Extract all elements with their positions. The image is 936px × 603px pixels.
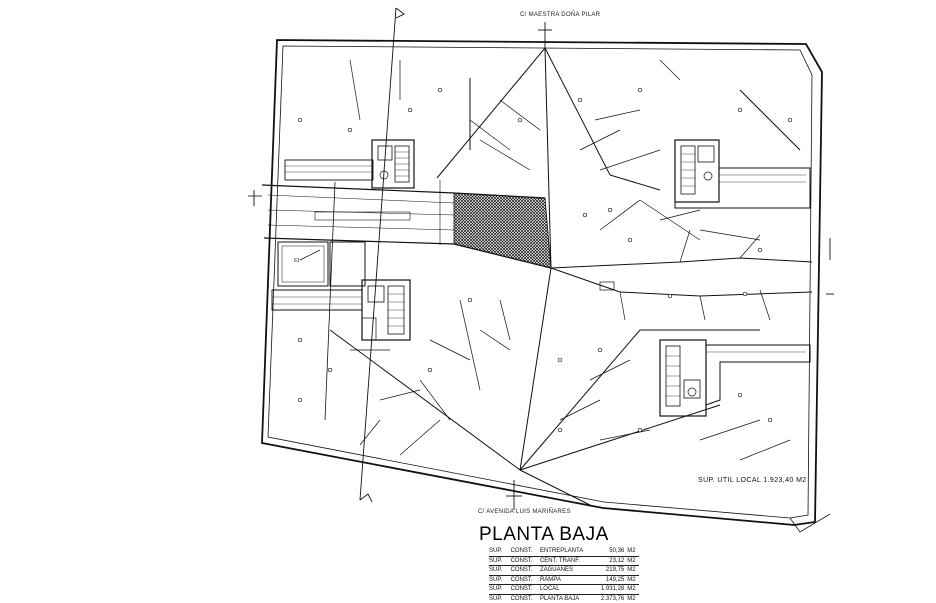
surface-kind: CONST. — [511, 567, 540, 573]
room-tag: 61 — [294, 258, 300, 264]
surface-row: SUP. CONST. ENTREPLANTA 50,36 M2 — [489, 547, 639, 557]
street-north-label: C/ MAESTRA DOÑA PILAR — [520, 12, 600, 18]
surface-value: 23,12 — [595, 558, 624, 564]
surface-row-total: SUP. CONST. PLANTA BAJA 2.373,76 M2 — [489, 595, 639, 603]
surface-kind: CONST. — [511, 558, 540, 564]
useful-area-label: SUP. UTIL LOCAL 1.923,40 M2 — [698, 477, 807, 484]
core-south-east — [660, 340, 810, 416]
surface-unit: M2 — [624, 558, 639, 564]
ramp-hatched-area — [454, 193, 551, 268]
surface-prefix: SUP. — [489, 548, 511, 554]
surface-unit: M2 — [624, 577, 639, 583]
surface-table: SUP. CONST. ENTREPLANTA 50,36 M2 SUP. CO… — [489, 547, 639, 603]
surface-row: SUP. CONST. ZAGUANES 219,75 M2 — [489, 566, 639, 576]
surface-name: ENTREPLANTA — [540, 548, 595, 554]
surface-unit: M2 — [624, 586, 639, 592]
core-north-east — [675, 140, 810, 208]
surface-row: SUP. CONST. LOCAL 1.931,28 M2 — [489, 585, 639, 595]
surface-value: 1.931,28 — [595, 586, 624, 592]
surface-kind: CONST. — [511, 577, 540, 583]
core-north-west — [285, 140, 414, 188]
surface-value: 149,25 — [595, 577, 624, 583]
core-south-west — [272, 280, 410, 340]
surface-name: LOCAL — [540, 586, 595, 592]
surface-prefix: SUP. — [489, 577, 511, 583]
surface-unit: M2 — [624, 567, 639, 573]
surface-row: SUP. CONST. RAMPA 149,25 M2 — [489, 576, 639, 586]
street-south-label: C/ AVENIDA LUIS MARIÑARES — [478, 509, 571, 515]
surface-kind: CONST. — [511, 548, 540, 554]
surface-prefix: SUP. — [489, 567, 511, 573]
surface-prefix: SUP. — [489, 558, 511, 564]
surface-row: SUP. CONST. CENT. TRANF. 23,12 M2 — [489, 557, 639, 567]
surface-prefix: SUP. — [489, 586, 511, 592]
surface-name: RAMPA — [540, 577, 595, 583]
surface-unit: M2 — [624, 548, 639, 554]
surface-value: 219,75 — [595, 567, 624, 573]
plan-title: PLANTA BAJA — [479, 524, 609, 546]
surface-name: ZAGUANES — [540, 567, 595, 573]
surface-name: CENT. TRANF. — [540, 558, 595, 564]
circulation-lines — [330, 48, 812, 505]
surface-kind: CONST. — [511, 586, 540, 592]
west-rooms — [278, 242, 365, 286]
surface-value: 50,36 — [595, 548, 624, 554]
